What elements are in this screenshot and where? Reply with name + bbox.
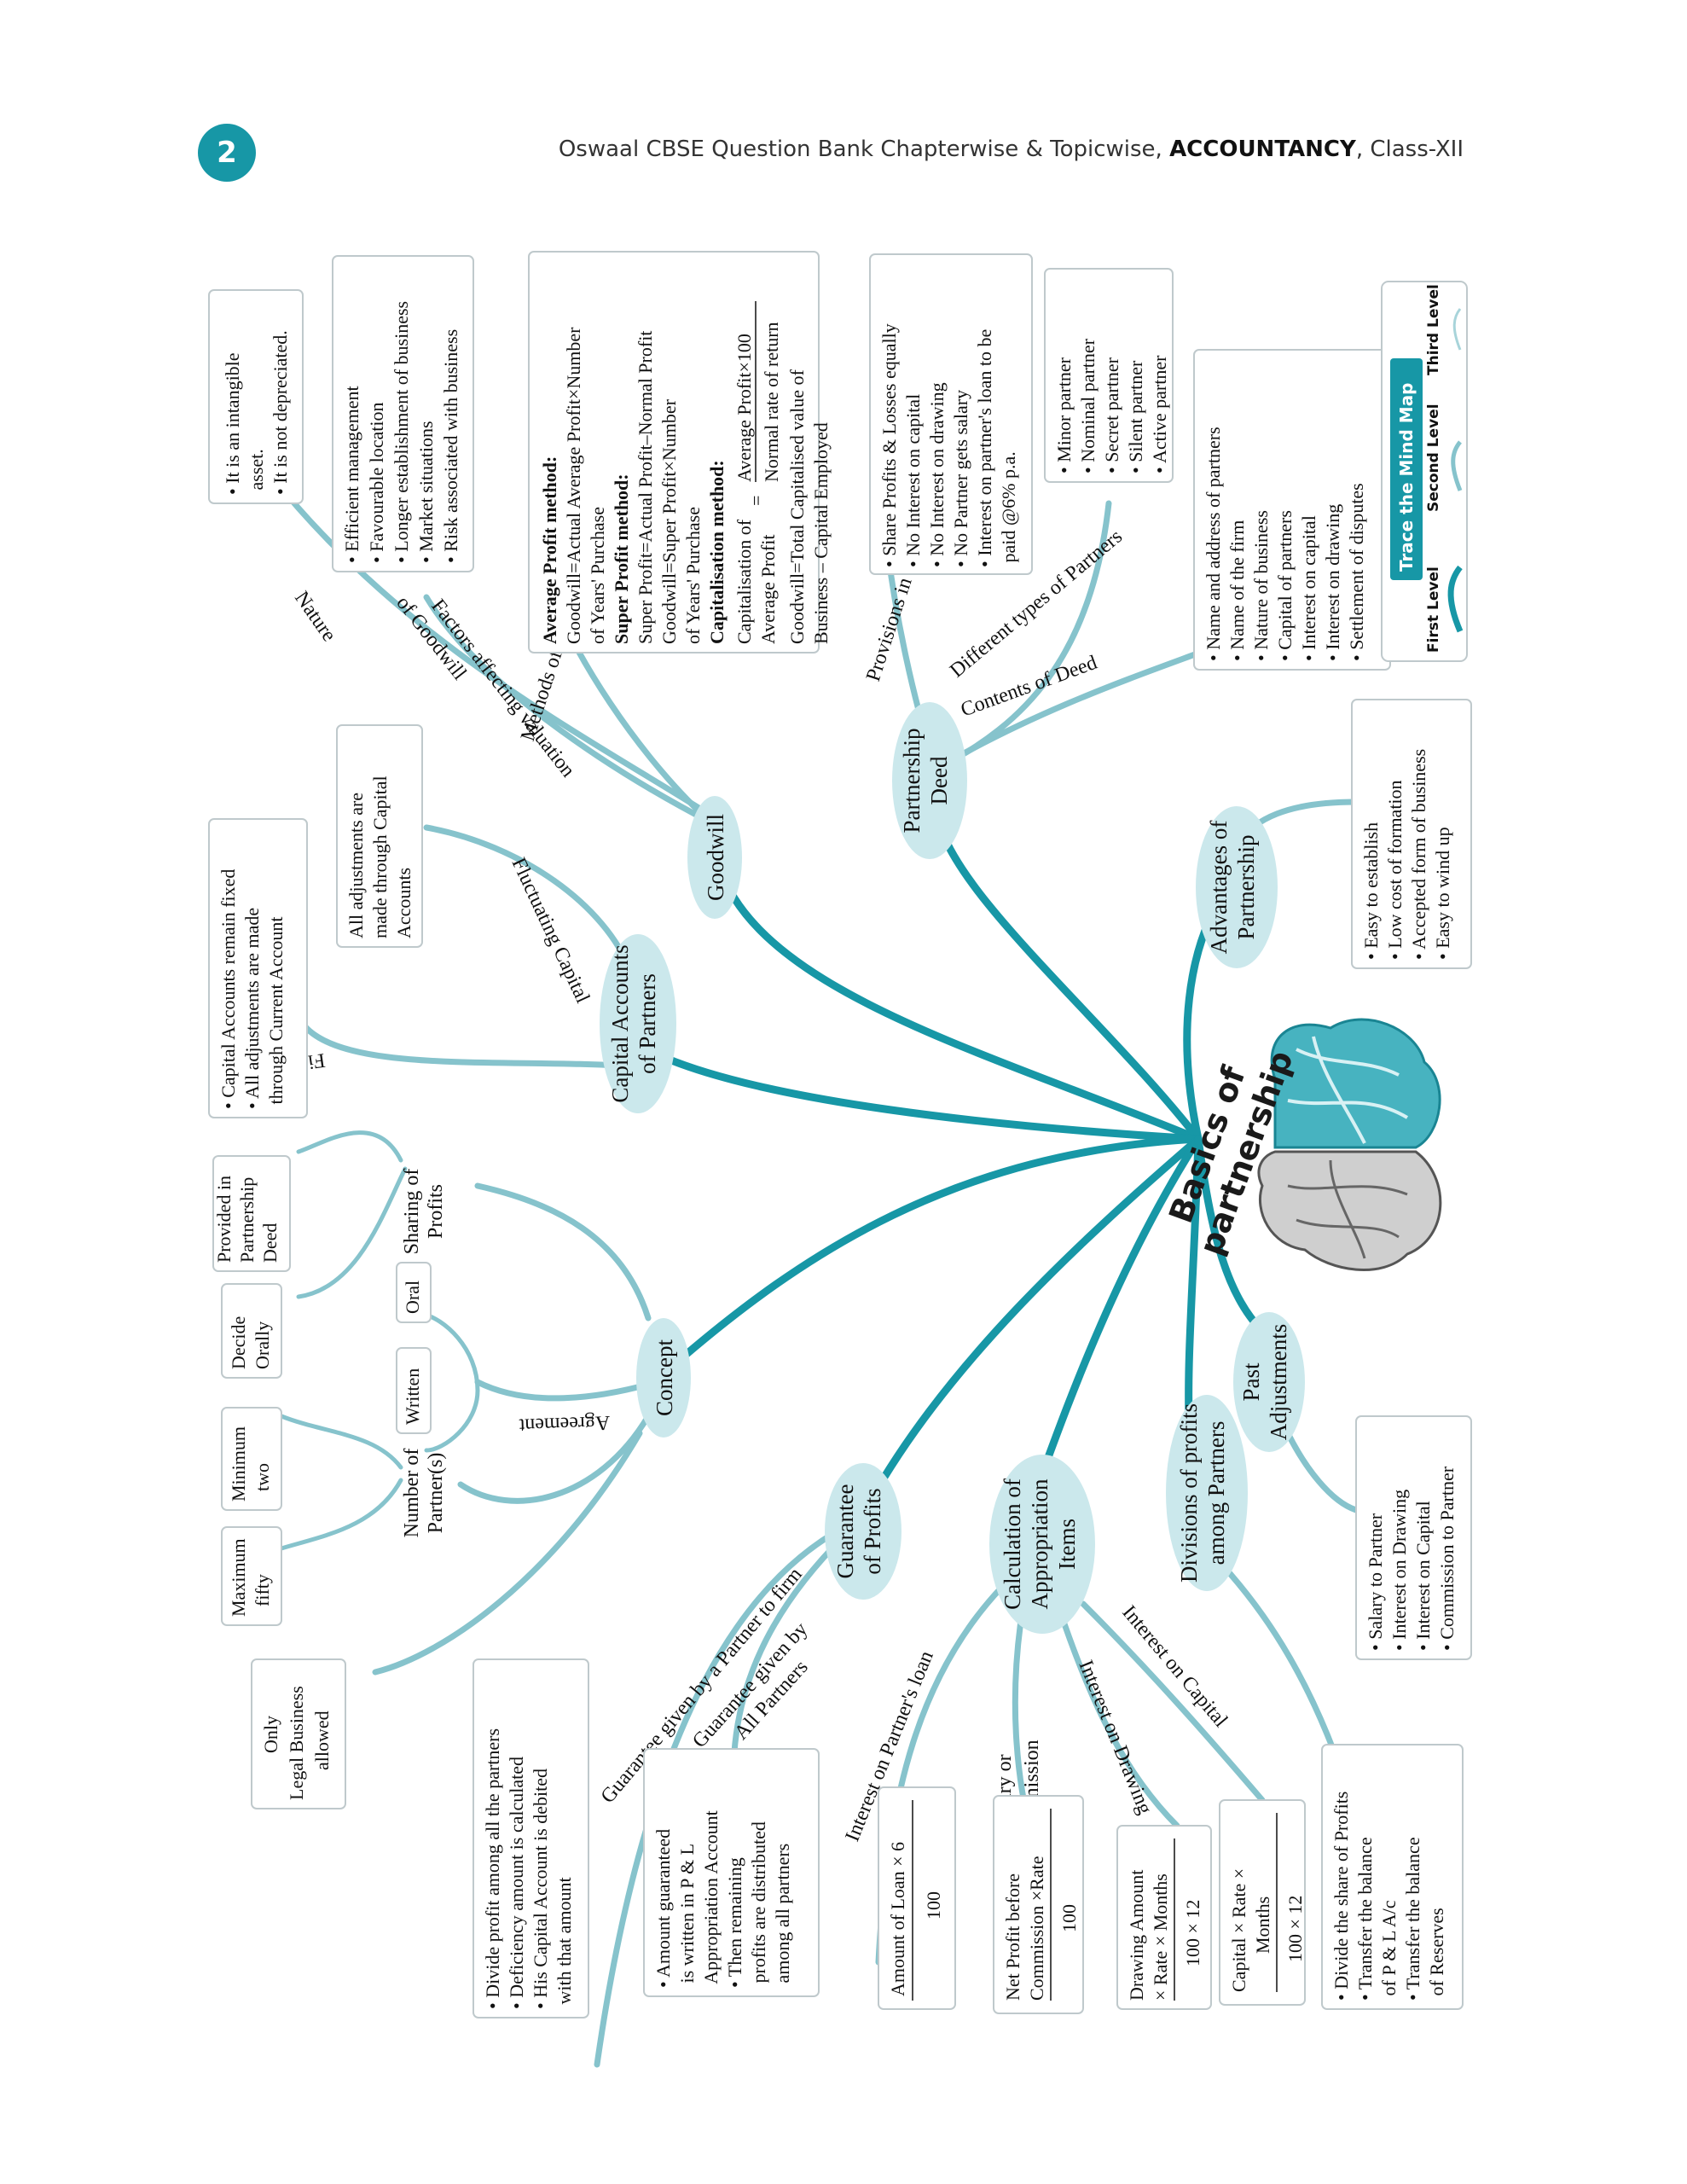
node-advantages-shape bbox=[1196, 806, 1278, 968]
node-goodwill-shape bbox=[687, 796, 742, 919]
text-provided: Provided inPartnershipDeed bbox=[213, 1176, 281, 1263]
box-advantages bbox=[1351, 699, 1472, 969]
branch-concept bbox=[670, 1135, 1203, 1369]
box-minimum bbox=[221, 1407, 282, 1511]
branch-guarantee bbox=[866, 1135, 1203, 1506]
box-nature bbox=[208, 289, 304, 504]
legend: Trace the Mind Map First Level Second Le… bbox=[1381, 281, 1468, 662]
label-interest-capital: Interest on Capital bbox=[1117, 1601, 1232, 1732]
box-factors bbox=[332, 255, 474, 572]
text-nature: • It is an intangible asset.• It is not … bbox=[222, 330, 291, 495]
box-fluctuating bbox=[336, 724, 423, 948]
box-guarantee-partner bbox=[472, 1658, 589, 2018]
text-divisions: • Divide the share of Profits• Transfer … bbox=[1330, 1792, 1447, 2001]
node-capital-shape bbox=[600, 934, 676, 1113]
text-factors: • Efficient management• Favourable locat… bbox=[341, 301, 461, 563]
branch-capital bbox=[661, 1054, 1203, 1143]
node-goodwill: Goodwill bbox=[703, 814, 728, 901]
label-nature: Nature bbox=[290, 588, 340, 646]
branch-past bbox=[1194, 1135, 1267, 1335]
page-header: 2 Oswaal CBSE Question Bank Chapterwise … bbox=[0, 0, 1687, 205]
box-provided bbox=[212, 1155, 291, 1272]
box-methods bbox=[528, 251, 820, 653]
legend-level1: First Level bbox=[1425, 566, 1442, 653]
box-guarantee-all bbox=[643, 1748, 820, 1997]
box-decide bbox=[221, 1283, 282, 1379]
node-calculation-shape bbox=[989, 1455, 1095, 1634]
text-written: Written bbox=[402, 1368, 423, 1425]
text-past: • Salary to Partner• Interest on Drawing… bbox=[1365, 1466, 1458, 1651]
first-level-branches bbox=[661, 815, 1267, 1506]
node-past-adjustments: PastAdjustments bbox=[1238, 1324, 1291, 1441]
text-contents: • Name and address of partners• Name of … bbox=[1203, 427, 1367, 661]
node-advantages: Advantages ofPartnership bbox=[1206, 821, 1259, 955]
text-methods: Average Profit method: Goodwill=Actual A… bbox=[539, 317, 832, 644]
node-capital-accounts: Capital Accountsof Partners bbox=[607, 944, 660, 1102]
box-provisions bbox=[869, 253, 1033, 575]
text-fixed: • Capital Accounts remain fixed• All adj… bbox=[217, 869, 287, 1109]
label-interest-drawing: Interest on Drawing bbox=[1074, 1658, 1156, 1818]
running-head: Oswaal CBSE Question Bank Chapterwise & … bbox=[558, 136, 1464, 162]
box-interest-capital bbox=[1219, 1799, 1306, 2006]
node-calculation: Calculation ofAppropriationItems bbox=[1000, 1478, 1080, 1610]
box-types bbox=[1044, 268, 1174, 483]
node-deed-shape bbox=[892, 702, 967, 859]
node-guarantee: Guaranteeof Profits bbox=[832, 1484, 885, 1579]
label-number: Number ofPartner(s) bbox=[401, 1449, 447, 1538]
box-legal bbox=[251, 1658, 346, 1809]
branch-goodwill bbox=[712, 853, 1203, 1143]
node-concept: Concept bbox=[652, 1339, 677, 1416]
box-divisions bbox=[1321, 1744, 1464, 2010]
legend-third-level-stroke bbox=[1452, 308, 1462, 351]
center-brain: Basics of partnership bbox=[1162, 1018, 1442, 1271]
node-past-shape bbox=[1233, 1312, 1305, 1452]
page-number-badge: 2 bbox=[198, 124, 256, 182]
node-partnership-deed: PartnershipDeed bbox=[899, 729, 952, 834]
legend-level2: Second Level bbox=[1425, 404, 1442, 512]
label-sharing: Sharing ofProfits bbox=[401, 1169, 447, 1255]
box-interest-loan bbox=[878, 1786, 956, 2010]
box-oral bbox=[396, 1262, 432, 1323]
text-guarantee-partner: • Divide profit among all the partners• … bbox=[482, 1728, 575, 2009]
node-guarantee-shape bbox=[825, 1463, 901, 1600]
text-advantages: • Easy to establish• Low cost of formati… bbox=[1360, 749, 1453, 960]
node-concept-shape bbox=[636, 1318, 691, 1438]
legend-title: Trace the Mind Map bbox=[1396, 382, 1417, 572]
box-fixed bbox=[208, 818, 308, 1118]
box-interest-drawing bbox=[1116, 1825, 1212, 2010]
box-written bbox=[396, 1347, 432, 1434]
node-divisions-shape bbox=[1166, 1395, 1248, 1591]
legend-level3: Third Level bbox=[1425, 284, 1442, 375]
label-agreement: Agreement bbox=[519, 1411, 611, 1437]
box-past bbox=[1355, 1415, 1472, 1660]
branch-partnership-deed bbox=[934, 815, 1203, 1143]
third-level-branches bbox=[279, 1130, 480, 1551]
text-types: • Minor partner• Nominal partner• Secret… bbox=[1053, 338, 1170, 473]
node-divisions: Divisions of profitsamong Partners bbox=[1176, 1403, 1229, 1583]
legend-second-level-stroke bbox=[1451, 440, 1463, 491]
text-oral: Oral bbox=[402, 1281, 423, 1314]
text-provisions: • Share Profits & Losses equally• No Int… bbox=[878, 323, 1019, 567]
legend-first-level-stroke bbox=[1447, 565, 1464, 633]
text-guarantee-all: • Amount guaranteed is written in P & L … bbox=[652, 1810, 793, 1988]
box-maximum bbox=[221, 1526, 282, 1626]
box-salary bbox=[993, 1795, 1084, 2014]
label-guarantee-all: Guarantee given byAll Partners bbox=[688, 1618, 831, 1769]
